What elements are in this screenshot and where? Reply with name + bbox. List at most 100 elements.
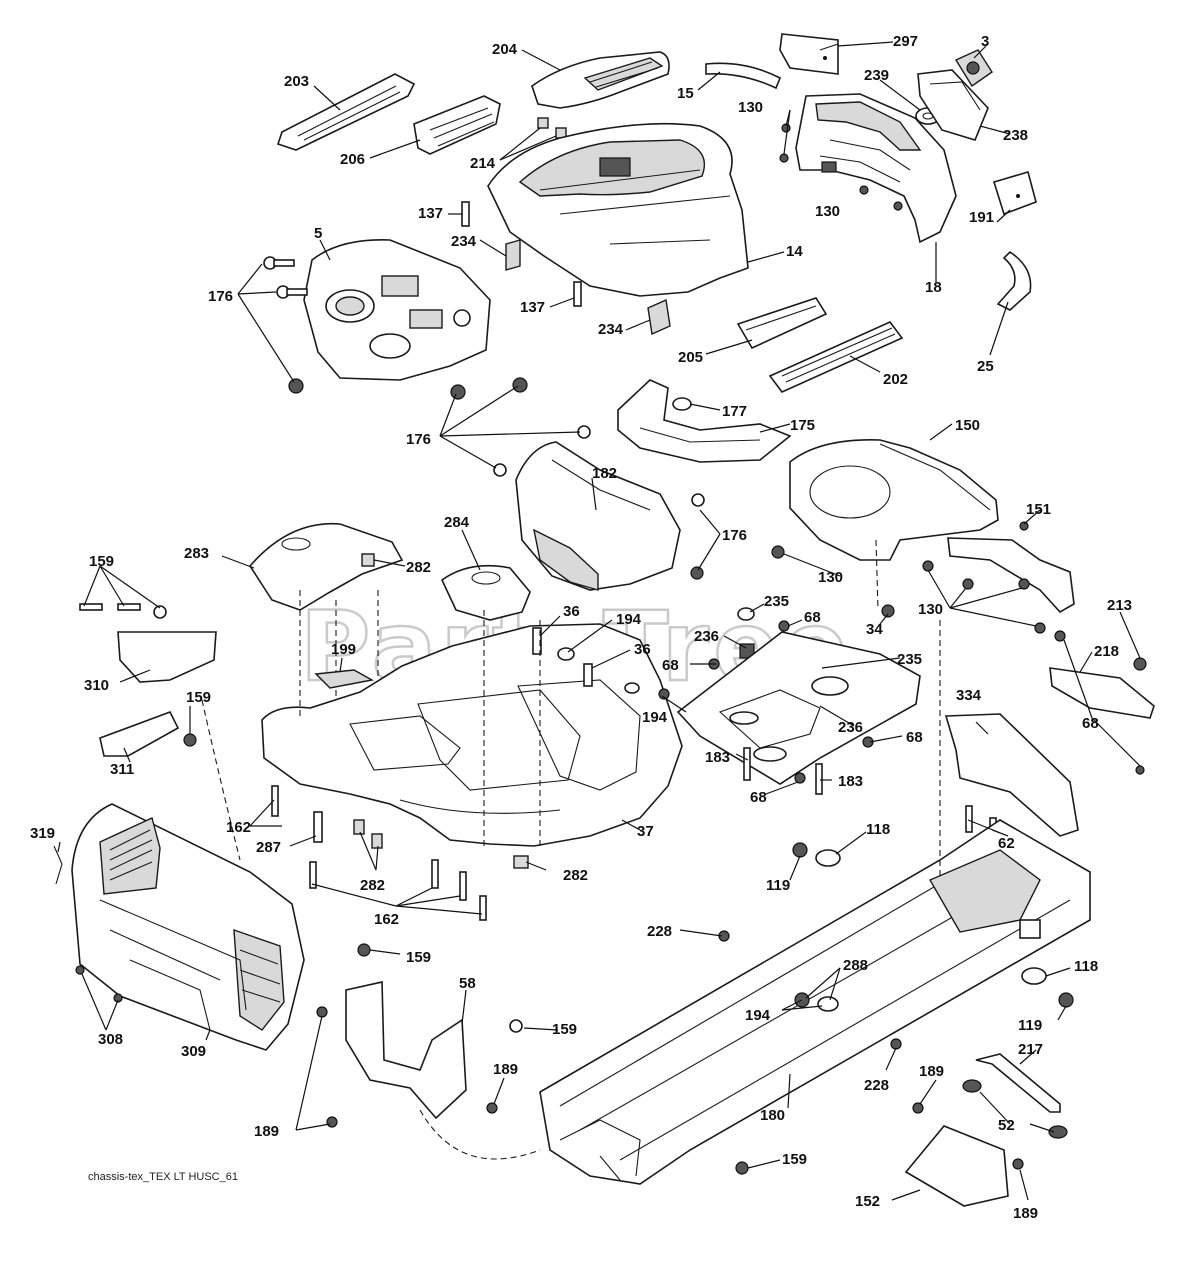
- label-68-e: 68: [750, 789, 767, 806]
- label-282-a: 282: [406, 559, 431, 576]
- part-137-pin-b: [573, 281, 582, 307]
- part-119-nut-b: [1058, 992, 1074, 1008]
- part-119-nut-a: [792, 842, 808, 858]
- label-119-b: 119: [1018, 1017, 1042, 1034]
- part-228-bolt-b: [890, 1038, 902, 1050]
- callout-labels: 203 204 297 3 15 239 238 130 130 206 214…: [30, 33, 1132, 1222]
- label-218: 218: [1094, 643, 1119, 660]
- part-15-trim: [705, 62, 782, 90]
- part-189-bolts: [316, 1006, 1024, 1170]
- part-203-grille: [276, 73, 416, 151]
- label-68-b: 68: [662, 657, 679, 674]
- assembly-line-b: [875, 539, 879, 611]
- label-176-c: 176: [722, 527, 747, 544]
- label-176-a: 176: [208, 288, 233, 305]
- part-151-bracket: [947, 521, 1075, 614]
- part-18-dash-housing: [795, 93, 957, 244]
- label-283: 283: [184, 545, 209, 562]
- part-52-bushing-a: [962, 1079, 982, 1093]
- label-37: 37: [637, 823, 654, 840]
- label-309: 309: [181, 1043, 206, 1060]
- part-217-rod: [975, 1053, 1061, 1113]
- label-217: 217: [1018, 1041, 1043, 1058]
- part-68-bolts: [658, 620, 1145, 784]
- part-214-clips: [537, 117, 567, 139]
- label-36-b: 36: [634, 641, 651, 658]
- part-37-body: [261, 590, 683, 847]
- label-162-a: 162: [226, 819, 251, 836]
- label-15: 15: [677, 85, 694, 102]
- label-191: 191: [969, 209, 994, 226]
- label-284: 284: [444, 514, 470, 531]
- label-130-b: 130: [815, 203, 840, 220]
- part-mount-plate: [676, 631, 921, 785]
- label-239: 239: [864, 67, 889, 84]
- part-118-washer-b: [1021, 967, 1047, 985]
- part-202-grille: [768, 321, 904, 393]
- part-191-cap: [992, 171, 1037, 216]
- label-176-b: 176: [406, 431, 431, 448]
- label-68-d: 68: [906, 729, 923, 746]
- part-204-hood-insert: [531, 51, 670, 109]
- label-206: 206: [340, 151, 365, 168]
- label-203: 203: [284, 73, 309, 90]
- diagram-footer-caption: chassis-tex_TEX LT HUSC_61: [88, 1171, 238, 1183]
- label-204: 204: [492, 41, 518, 58]
- part-162-bolt-c: [459, 871, 467, 901]
- part-62-bolt-a: [965, 805, 973, 833]
- label-189-a: 189: [493, 1061, 518, 1078]
- part-150-fender: [789, 439, 999, 561]
- label-5: 5: [314, 225, 322, 242]
- label-238: 238: [1003, 127, 1028, 144]
- part-194-bushing-b: [624, 682, 640, 694]
- label-194-b: 194: [642, 709, 668, 726]
- part-58-bracket: [345, 981, 467, 1120]
- label-14: 14: [786, 243, 803, 260]
- label-228-b: 228: [864, 1077, 889, 1094]
- label-183-a: 183: [705, 749, 730, 766]
- label-68-a: 68: [804, 609, 821, 626]
- part-282-clips: [353, 553, 529, 869]
- label-137-a: 137: [418, 205, 443, 222]
- part-162-bolt-b: [431, 859, 439, 889]
- part-162-bolt-d: [479, 895, 487, 921]
- label-234-a: 234: [451, 233, 477, 250]
- part-162-bolt-a: [271, 785, 279, 817]
- label-235-a: 235: [764, 593, 789, 610]
- part-234-tab-a: [505, 239, 521, 271]
- label-288: 288: [843, 957, 868, 974]
- label-152: 152: [855, 1193, 880, 1210]
- part-5-dash-panel: [303, 239, 491, 381]
- label-62: 62: [998, 835, 1015, 852]
- label-177: 177: [722, 403, 747, 420]
- label-202: 202: [883, 371, 908, 388]
- label-334: 334: [956, 687, 982, 704]
- label-182: 182: [592, 465, 617, 482]
- part-309-front-grille: [71, 803, 305, 1051]
- part-183-bolt-b: [815, 763, 823, 795]
- part-205-grille: [736, 297, 828, 350]
- label-236-a: 236: [694, 628, 719, 645]
- label-159-a: 159: [89, 553, 114, 570]
- label-297: 297: [893, 33, 918, 50]
- label-52: 52: [998, 1117, 1015, 1134]
- leader-lines: [57, 41, 1141, 1201]
- label-159-e: 159: [782, 1151, 807, 1168]
- label-130-c: 130: [818, 569, 843, 586]
- label-130-d: 130: [918, 601, 943, 618]
- part-137-pin-a: [461, 201, 470, 227]
- part-3-emblem: [954, 49, 993, 87]
- label-118-a: 118: [866, 821, 890, 838]
- label-199: 199: [331, 641, 356, 658]
- label-3: 3: [981, 33, 989, 50]
- part-118-washer-a: [815, 849, 841, 867]
- label-194-a: 194: [616, 611, 642, 628]
- label-189-c: 189: [919, 1063, 944, 1080]
- part-311-bracket: [99, 711, 180, 757]
- part-183-bolt-a: [743, 747, 751, 781]
- part-308-screw-b: [113, 993, 123, 1003]
- part-234-tab-b: [647, 298, 671, 336]
- label-151: 151: [1026, 501, 1051, 518]
- label-183-b: 183: [838, 773, 863, 790]
- label-236-b: 236: [838, 719, 863, 736]
